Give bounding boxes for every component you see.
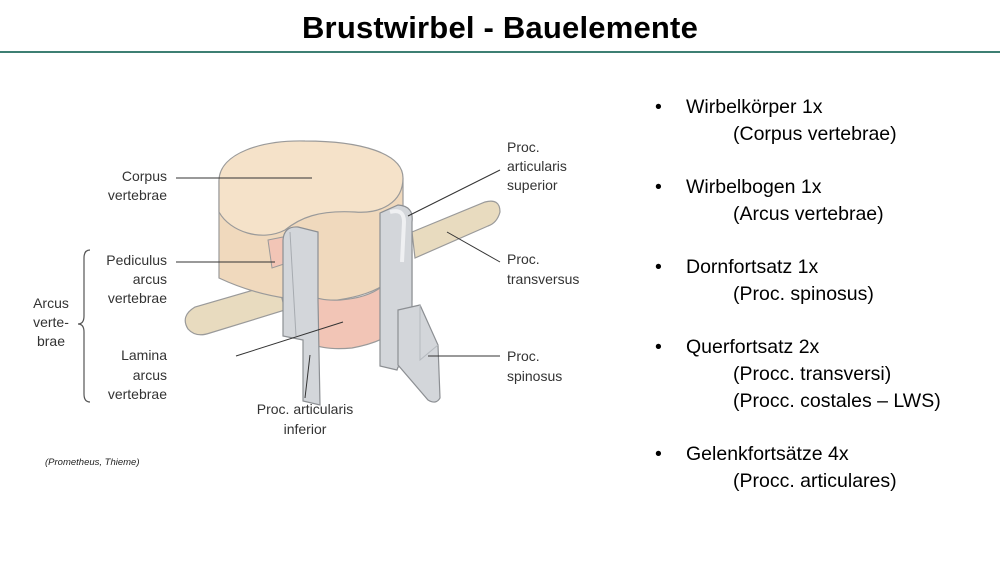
label-art-sup-2: articularis (507, 158, 567, 174)
list-item: • Wirbelkörper 1x (Corpus vertebrae) (655, 94, 995, 148)
label-art-inf-2: inferior (284, 421, 327, 437)
label-art-sup-1: Proc. (507, 139, 540, 155)
list-item-sub: (Procc. articulares) (733, 470, 897, 492)
bullet: • (655, 96, 662, 118)
left-articular-process (282, 226, 321, 406)
label-spinosus-2: spinosus (507, 368, 562, 384)
list-item-sub: (Corpus vertebrae) (733, 123, 897, 145)
list-item-head: Wirbelbogen 1x (686, 176, 822, 198)
label-arcus-2: verte- (33, 314, 69, 330)
slide-title: Brustwirbel - Bauelemente (301, 10, 699, 45)
label-lamina-1: Lamina (121, 347, 167, 363)
label-arcus-3: brae (37, 333, 65, 349)
label-pediculus-1: Pediculus (106, 252, 167, 268)
label-transversus-2: transversus (507, 271, 579, 287)
spinous-process (397, 304, 441, 403)
list-item-sub: (Proc. spinosus) (733, 283, 874, 305)
vertebral-body-top (218, 140, 404, 236)
right-transverse-process (411, 200, 501, 259)
title-divider (0, 51, 1000, 53)
label-transversus-1: Proc. (507, 251, 540, 267)
leader-art-sup (407, 169, 501, 217)
leader-transversus (446, 231, 501, 263)
label-pediculus-2: arcus (133, 271, 167, 287)
list-item: • Dornfortsatz 1x (Proc. spinosus) (655, 254, 995, 308)
bullet: • (655, 443, 662, 465)
label-lamina-2: arcus (133, 367, 167, 383)
list-item-sub: (Arcus vertebrae) (733, 203, 884, 225)
bullet: • (655, 336, 662, 358)
left-transverse-process (184, 282, 286, 336)
label-corpus-2: vertebrae (108, 187, 167, 203)
image-credit: (Prometheus, Thieme) (45, 457, 140, 468)
label-pediculus-3: vertebrae (108, 290, 167, 306)
label-lamina-3: vertebrae (108, 386, 167, 402)
list-item: • Wirbelbogen 1x (Arcus vertebrae) (655, 174, 995, 228)
bullet: • (655, 176, 662, 198)
vertebra-diagram: Corpus vertebrae Pediculus arcus vertebr… (33, 139, 579, 437)
label-art-inf-1: Proc. articularis (257, 401, 353, 417)
list-item-sub: (Procc. transversi) (733, 363, 892, 385)
list-item: • Querfortsatz 2x (Procc. transversi) (P… (655, 334, 995, 415)
list-item: • Gelenkfortsätze 4x (Procc. articulares… (655, 441, 995, 495)
list-item-head: Querfortsatz 2x (686, 336, 820, 358)
list-item-head: Wirbelkörper 1x (686, 96, 823, 118)
component-list: • Wirbelkörper 1x (Corpus vertebrae) • W… (655, 94, 995, 495)
bullet: • (655, 256, 662, 278)
list-item-sub: (Procc. costales – LWS) (733, 390, 941, 412)
label-corpus-1: Corpus (122, 168, 167, 184)
leader-lamina (235, 321, 344, 357)
label-art-sup-3: superior (507, 177, 558, 193)
arcus-brace (77, 249, 91, 403)
label-arcus-1: Arcus (33, 295, 69, 311)
label-spinosus-1: Proc. (507, 348, 540, 364)
list-item-head: Dornfortsatz 1x (686, 256, 819, 278)
list-item-head: Gelenkfortsätze 4x (686, 443, 849, 465)
leader-art-inf (304, 354, 311, 399)
